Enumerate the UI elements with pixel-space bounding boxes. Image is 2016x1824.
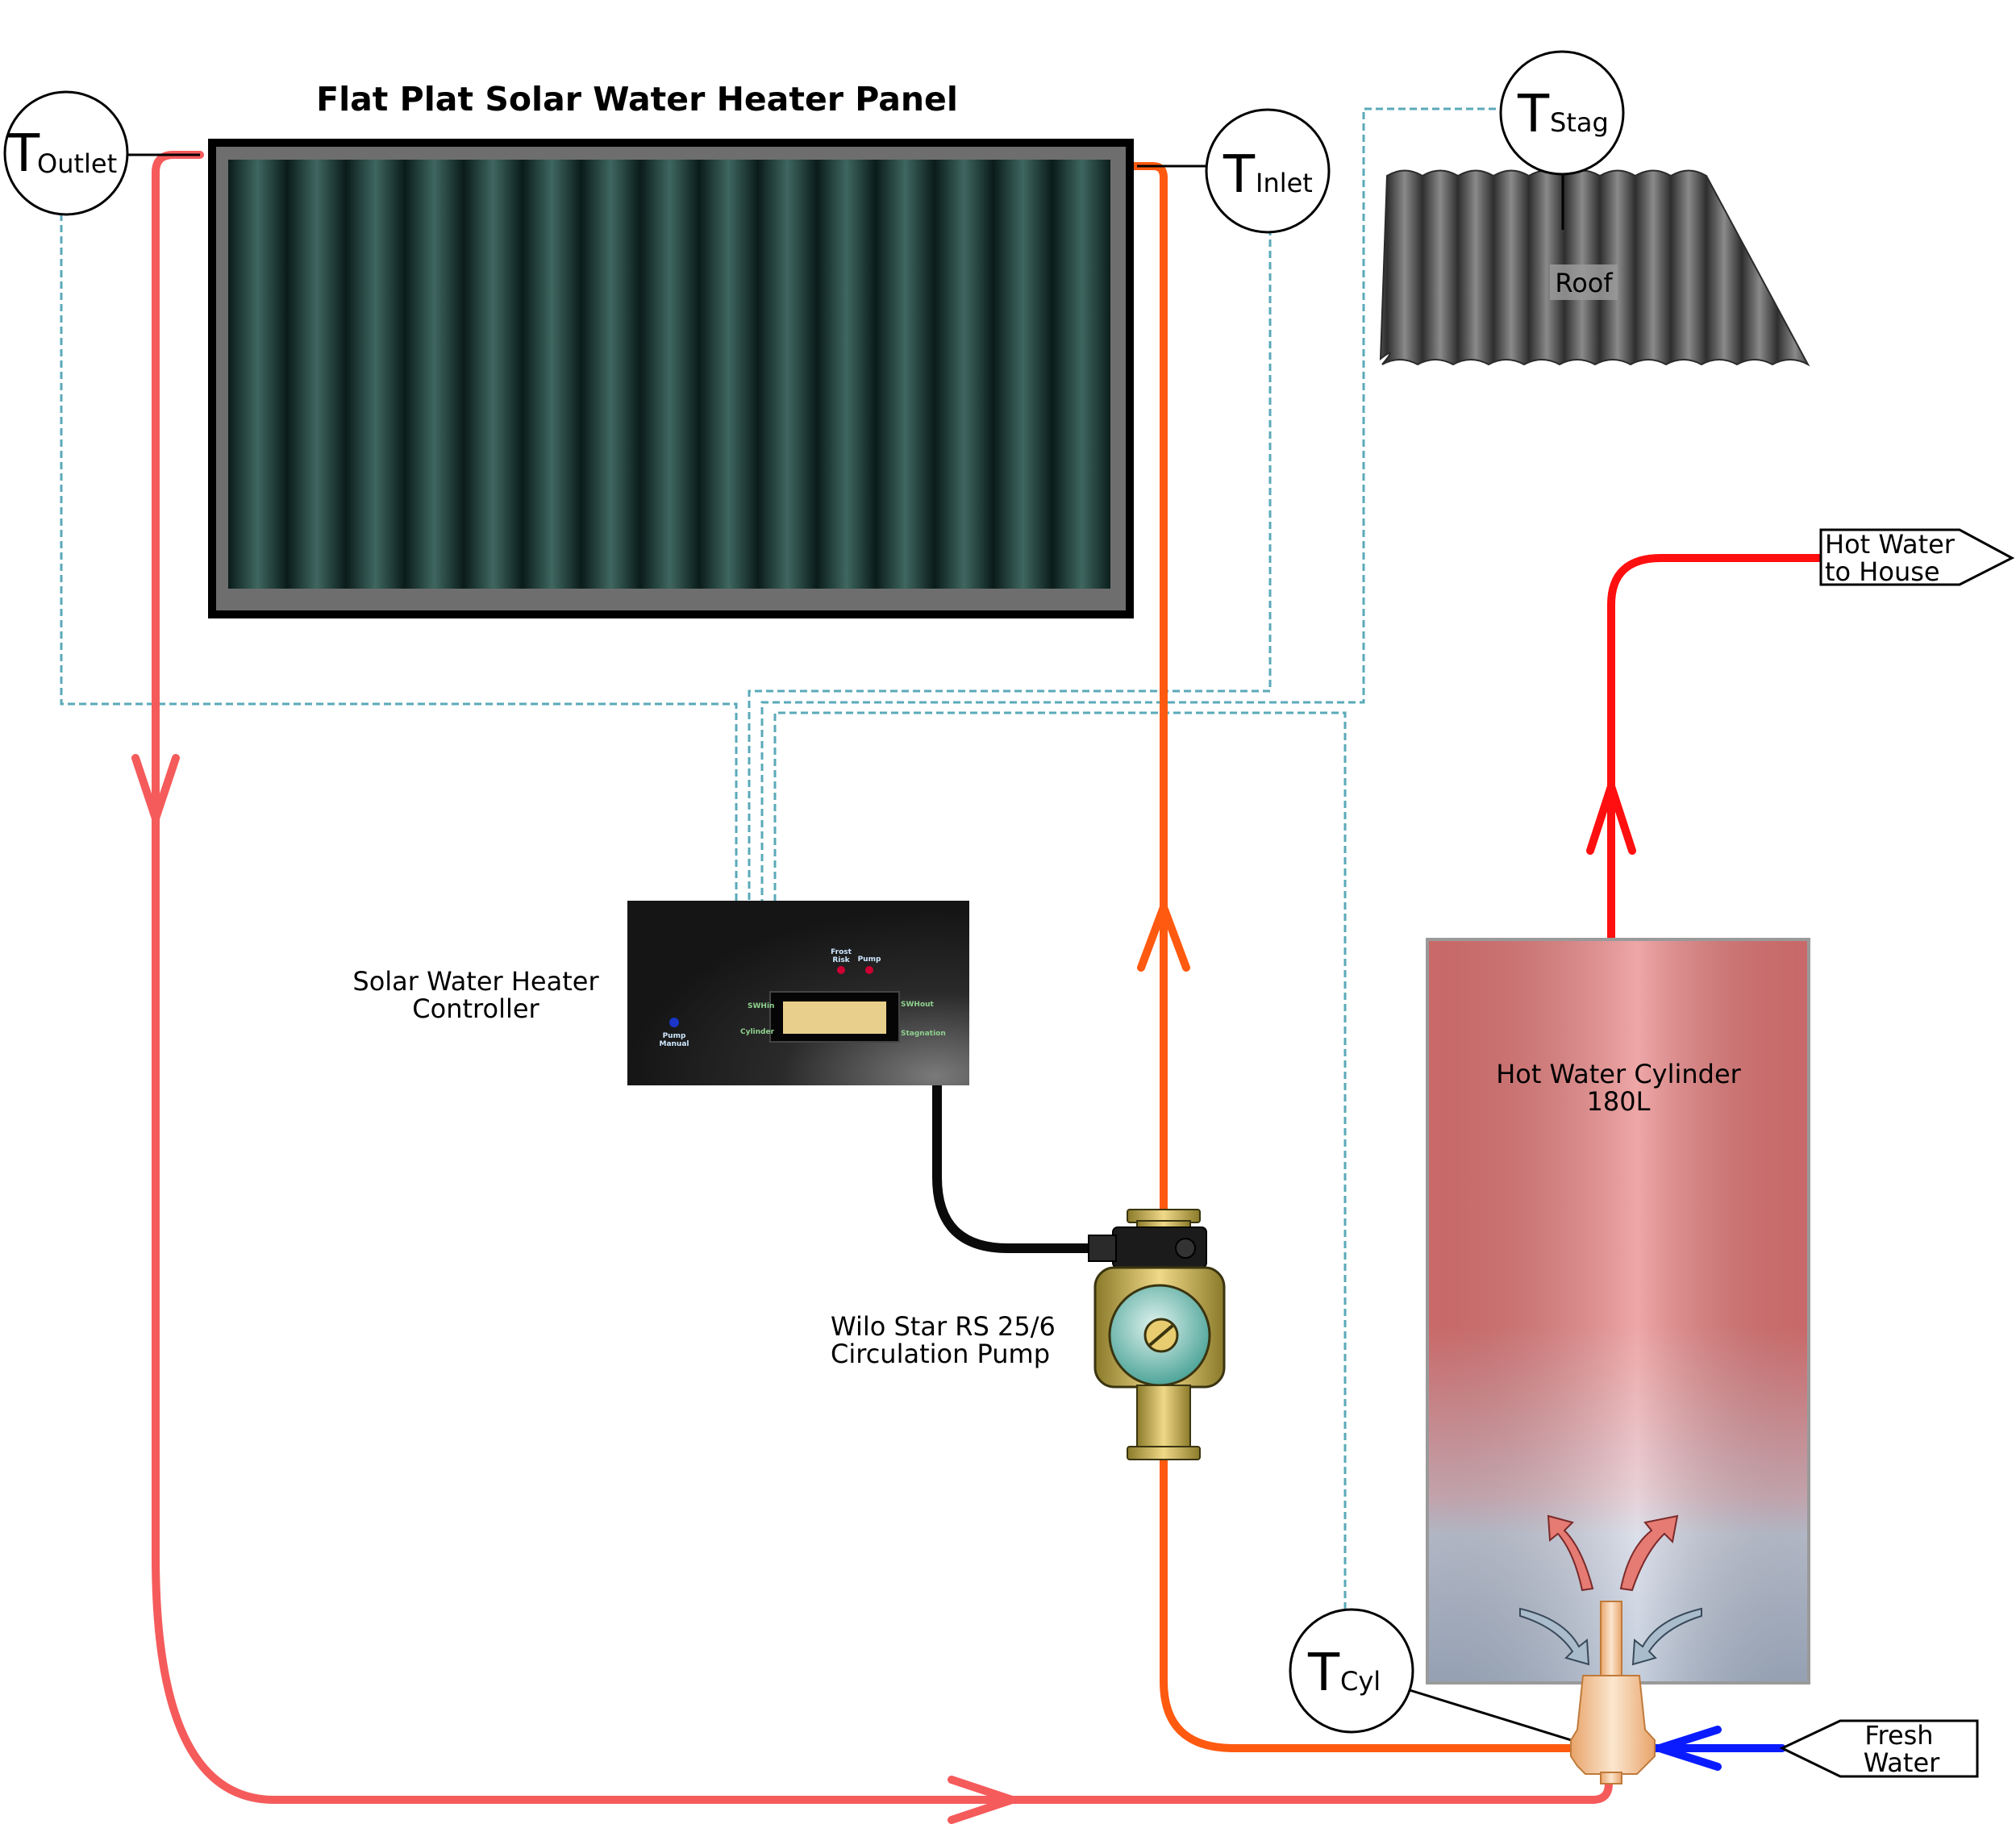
sensor-stag: T Stag — [1499, 50, 1625, 176]
hot-water-flag-line2: to House — [1825, 556, 1940, 587]
frost-risk-led — [837, 966, 845, 974]
hot-water-cylinder — [1426, 938, 1810, 1684]
controller: Frost Risk Pump SWHin SWHout Cylinder St… — [627, 901, 969, 1085]
controller-lcd — [783, 1002, 886, 1034]
pump-label-2: Circulation Pump — [831, 1339, 1050, 1369]
cylinder-shine — [1429, 941, 1807, 1681]
frost-risk-text-2: Risk — [832, 956, 850, 964]
pump-bottom-fitting — [1127, 1446, 1201, 1460]
stag-sensor-wire — [760, 107, 1496, 905]
rising-arrow-right — [1619, 1514, 1679, 1592]
fresh-arrow-left — [1656, 1726, 1722, 1771]
sensor-outlet-symbol: T — [7, 124, 40, 184]
frost-risk-text-1: Frost — [831, 948, 852, 956]
sensor-outlet: T Outlet — [3, 90, 129, 216]
circulation-pump — [1088, 1209, 1226, 1460]
roof-label-bg — [1550, 264, 1618, 300]
cylinder-label-2: 180L — [1587, 1086, 1651, 1117]
inlet-sensor-wire — [748, 228, 1272, 905]
cyl-leader — [1409, 1689, 1577, 1743]
fresh-water-flag-line1: Fresh — [1864, 1720, 1933, 1751]
flow-pipe-upper — [1127, 162, 1168, 1215]
return-pipe — [152, 151, 1613, 1804]
pump-manual-button[interactable] — [669, 1018, 679, 1027]
sensor-cyl-symbol: T — [1307, 1643, 1340, 1703]
pump-manual-text-1: Pump — [663, 1032, 686, 1040]
controller-label-1: Solar Water Heater — [352, 966, 599, 997]
sensor-stag-sub: Stag — [1550, 107, 1609, 138]
return-arrow-right — [948, 1776, 1016, 1824]
sensor-inlet: T Inlet — [1205, 108, 1331, 234]
rising-arrow-left — [1547, 1514, 1594, 1592]
fresh-water-flag-shape — [1779, 1719, 1979, 1778]
flow-pipe-lower — [1160, 1454, 1581, 1752]
panel-absorber-tubes — [228, 160, 1110, 589]
pump-led-text: Pump — [858, 956, 881, 964]
sensor-wires — [60, 107, 1496, 1610]
sensor-cyl: T Cyl — [1289, 1608, 1414, 1734]
panel-title: Flat Plat Solar Water Heater Panel — [316, 80, 958, 119]
cylinder-text: Cylinder — [740, 1028, 775, 1036]
fresh-water-flag-line2: Water — [1864, 1747, 1940, 1778]
swhout-text: SWHout — [901, 1001, 935, 1009]
cyl-sensor-wire — [773, 711, 1347, 1610]
hot-water-to-house-flag: Hot Water to House — [1819, 528, 2015, 587]
pump-terminal-screw — [1175, 1238, 1196, 1259]
pump-screw-slot — [1148, 1324, 1174, 1347]
outlet-sensor-wire — [60, 214, 738, 905]
pump-led — [865, 966, 873, 974]
valve-body — [1570, 1675, 1656, 1775]
return-arrow-down — [131, 754, 180, 822]
sensor-outlet-sub: Outlet — [37, 148, 117, 179]
hot-water-flag-line1: Hot Water — [1825, 529, 1956, 560]
swhin-text: SWHin — [748, 1002, 774, 1010]
hot-arrow-up — [1586, 782, 1636, 855]
solar-panel — [208, 139, 1134, 618]
sensor-inlet-sub: Inlet — [1256, 168, 1313, 198]
fresh-water-flag: Fresh Water — [1779, 1719, 1979, 1778]
roof-label: Roof — [1555, 268, 1613, 298]
pump-cable-gland — [1088, 1235, 1117, 1262]
sensor-stag-symbol: T — [1517, 85, 1550, 144]
hot-water-flag-shape — [1819, 528, 2015, 586]
controller-pump-cable — [932, 1080, 1098, 1253]
sensor-leaders — [126, 153, 1577, 1743]
roof: Roof — [1379, 169, 1810, 367]
pump-manual-text-2: Manual — [659, 1040, 689, 1048]
pump-bottom-neck — [1136, 1385, 1191, 1451]
sensor-cyl-sub: Cyl — [1340, 1666, 1381, 1697]
valve-bottom — [1600, 1772, 1622, 1784]
flow-arrow-up — [1137, 903, 1190, 972]
pump-label-1: Wilo Star RS 25/6 — [831, 1311, 1056, 1342]
inflow-arrow-right — [1631, 1607, 1702, 1666]
inflow-arrow-left — [1519, 1607, 1590, 1666]
sensor-inlet-symbol: T — [1223, 145, 1256, 205]
flow-arrows — [131, 754, 1722, 1824]
valve-dip-tube — [1600, 1601, 1622, 1679]
stagnation-text: Stagnation — [901, 1030, 946, 1038]
cylinder-label-1: Hot Water Cylinder — [1496, 1059, 1741, 1089]
hot-water-pipe — [1607, 554, 1825, 943]
controller-label-2: Controller — [412, 993, 539, 1024]
cylinder-inlet-valve — [1570, 1601, 1656, 1784]
